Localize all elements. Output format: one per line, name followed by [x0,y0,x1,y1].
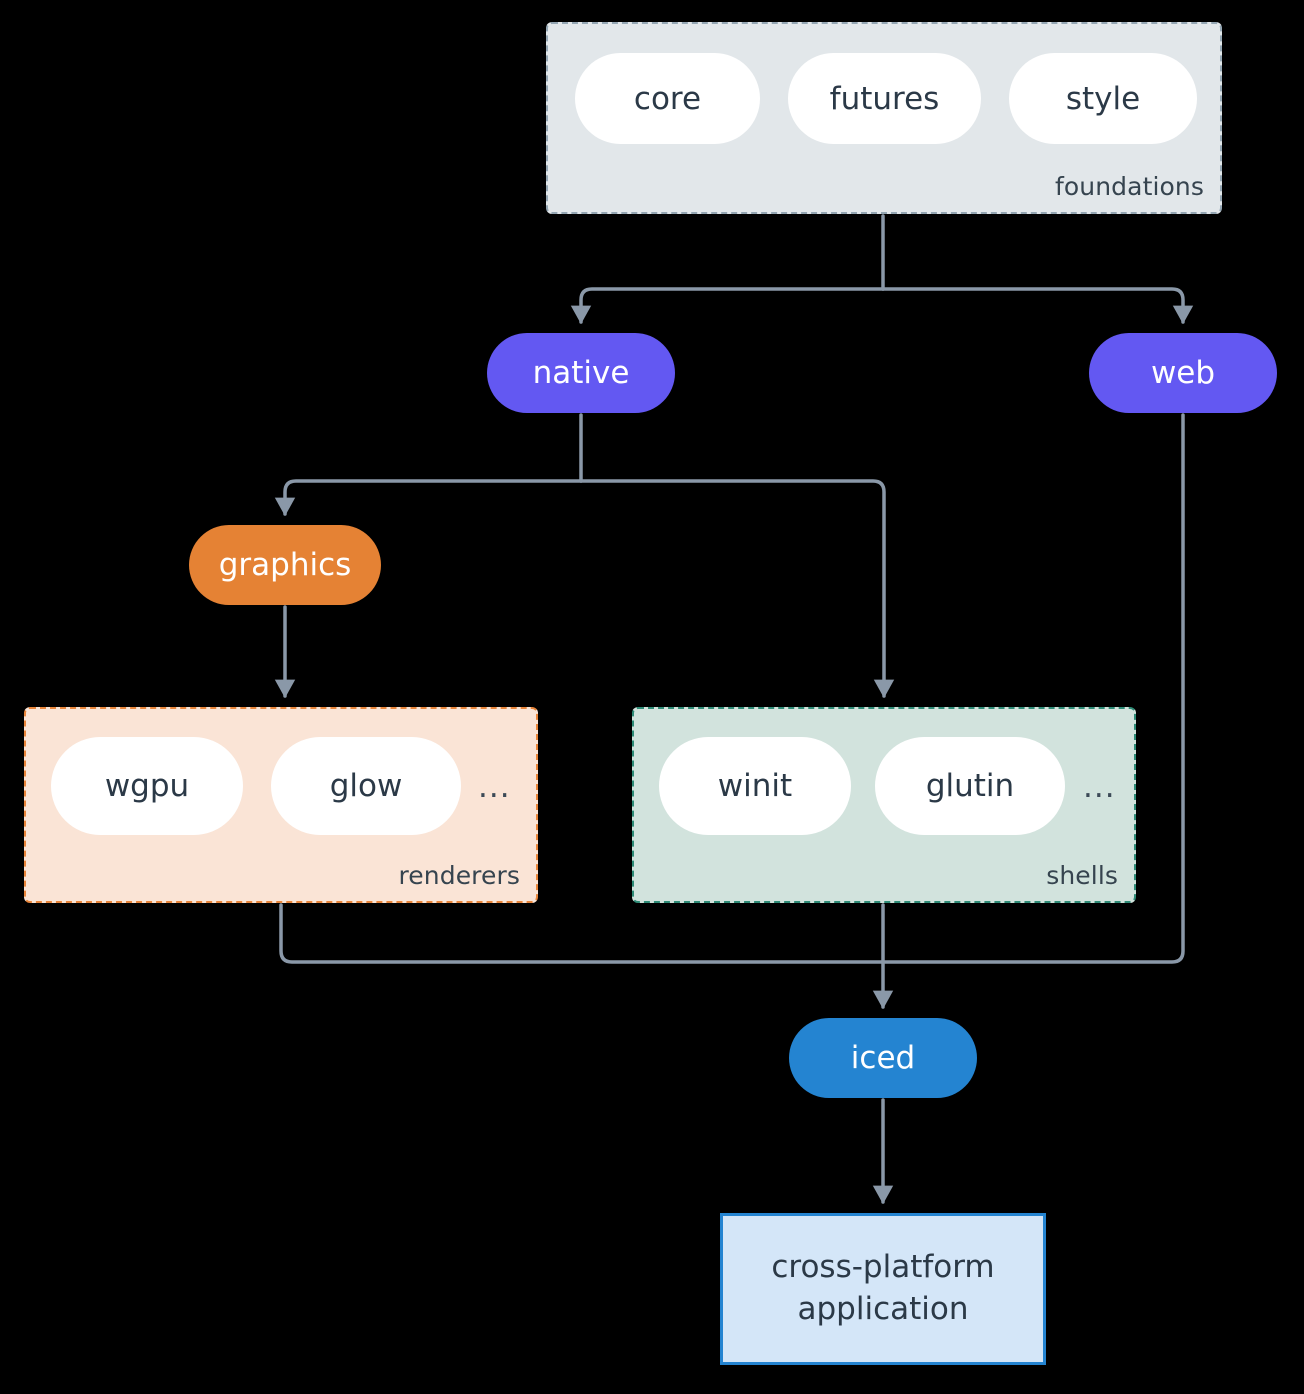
chip-glutin[interactable]: glutin [875,737,1065,835]
edge-renderers-iced [279,903,885,964]
node-application-line1: cross-platform [771,1249,995,1286]
node-web-label: web [1150,355,1216,391]
edge-native-shells [579,479,895,699]
chip-style[interactable]: style [1009,53,1197,144]
group-shells-label: shells [1046,861,1118,890]
node-application-line2: application [797,1291,969,1327]
chip-winit-label: winit [717,768,793,804]
chip-glow[interactable]: glow [271,737,461,835]
group-shells: winit glutin ... shells [632,707,1136,903]
chip-futures-label: futures [829,80,940,117]
chip-wgpu[interactable]: wgpu [51,737,243,835]
group-foundations: core futures style foundations [546,22,1222,214]
chip-futures[interactable]: futures [788,53,981,144]
chip-wgpu-label: wgpu [104,768,190,804]
chip-core[interactable]: core [575,53,760,144]
chip-core-label: core [633,80,702,117]
chip-glutin-label: glutin [925,768,1015,804]
node-native-label: native [532,355,630,391]
node-graphics[interactable]: graphics [189,525,381,605]
edge-foundations-web [881,287,1194,325]
chip-glow-label: glow [329,768,403,804]
group-foundations-label: foundations [1055,172,1204,201]
chip-winit[interactable]: winit [659,737,851,835]
node-web[interactable]: web [1089,333,1277,413]
chip-style-label: style [1065,80,1141,117]
node-cross-platform-application[interactable]: cross-platform application [720,1213,1046,1365]
group-renderers-label: renderers [398,861,520,890]
edge-native-graphics [274,479,583,517]
edge-foundations-native [570,287,885,325]
node-graphics-label: graphics [218,547,352,583]
group-renderers: wgpu glow ... renderers [24,707,538,903]
node-iced-label: iced [850,1040,916,1076]
shells-more-ellipsis: ... [1083,769,1116,805]
node-iced[interactable]: iced [789,1018,977,1098]
renderers-more-ellipsis: ... [478,769,511,805]
node-native[interactable]: native [487,333,675,413]
